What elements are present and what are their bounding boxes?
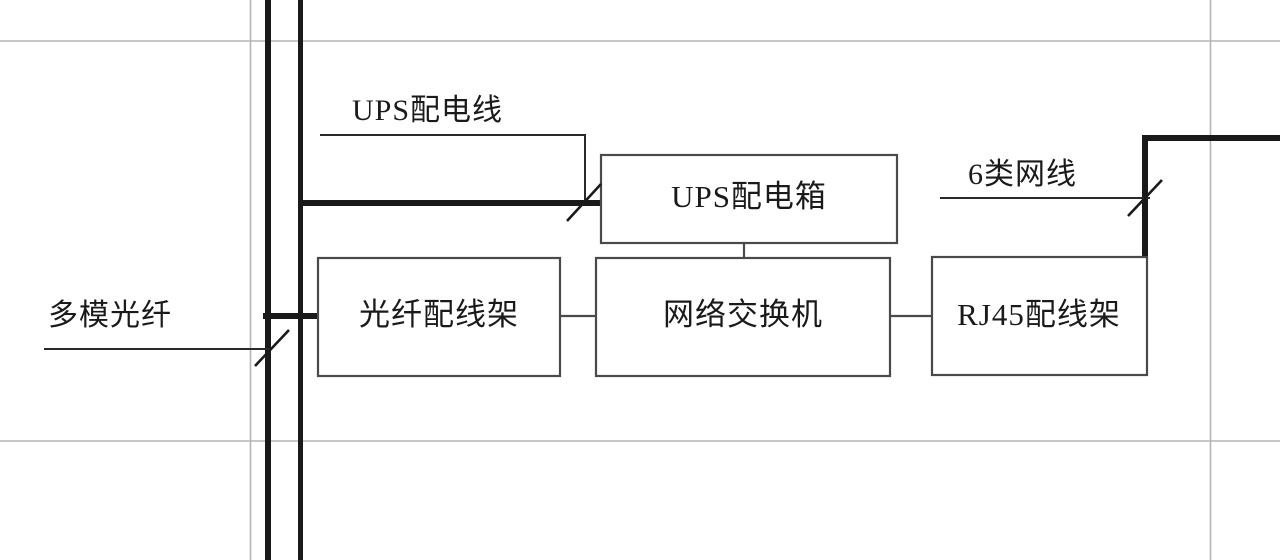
leader-lines [44, 134, 1150, 350]
cat6-cable-run [1142, 135, 1280, 258]
cable-annotations: UPS配电线 多模光纤 6类网线 [48, 94, 1077, 332]
box-network-switch[interactable]: 网络交换机 [594, 256, 892, 378]
equipment-links [560, 243, 932, 318]
network-switch-label: 网络交换机 [663, 297, 823, 332]
tick-mark-ups-power [566, 183, 602, 222]
network-switch-outline [594, 256, 892, 378]
tick-mark-cat6 [1127, 179, 1163, 217]
wall-assembly [265, 0, 303, 560]
leader-tick-marks [254, 179, 1163, 367]
box-fiber-patch-panel[interactable]: 光纤配线架 [316, 256, 562, 378]
multimode-fiber-label: 多模光纤 [48, 299, 172, 332]
ups-distribution-box-outline [599, 153, 899, 245]
tick-mark-multimode-fiber [254, 329, 290, 367]
cat6-network-cable-label: 6类网线 [968, 158, 1077, 191]
rj45-patch-panel-label: RJ45配线架 [957, 297, 1121, 332]
rj45-patch-panel-outline [930, 255, 1149, 377]
ups-power-cable-leader [320, 134, 586, 203]
fiber-patch-panel-label: 光纤配线架 [359, 297, 519, 332]
ups-power-cable-label: UPS配电线 [352, 94, 503, 127]
box-ups-distribution[interactable]: UPS配电箱 [599, 153, 899, 245]
ups-distribution-box-label: UPS配电箱 [671, 179, 827, 214]
cable-runs [263, 135, 1280, 319]
box-rj45-patch-panel[interactable]: RJ45配线架 [930, 255, 1149, 377]
